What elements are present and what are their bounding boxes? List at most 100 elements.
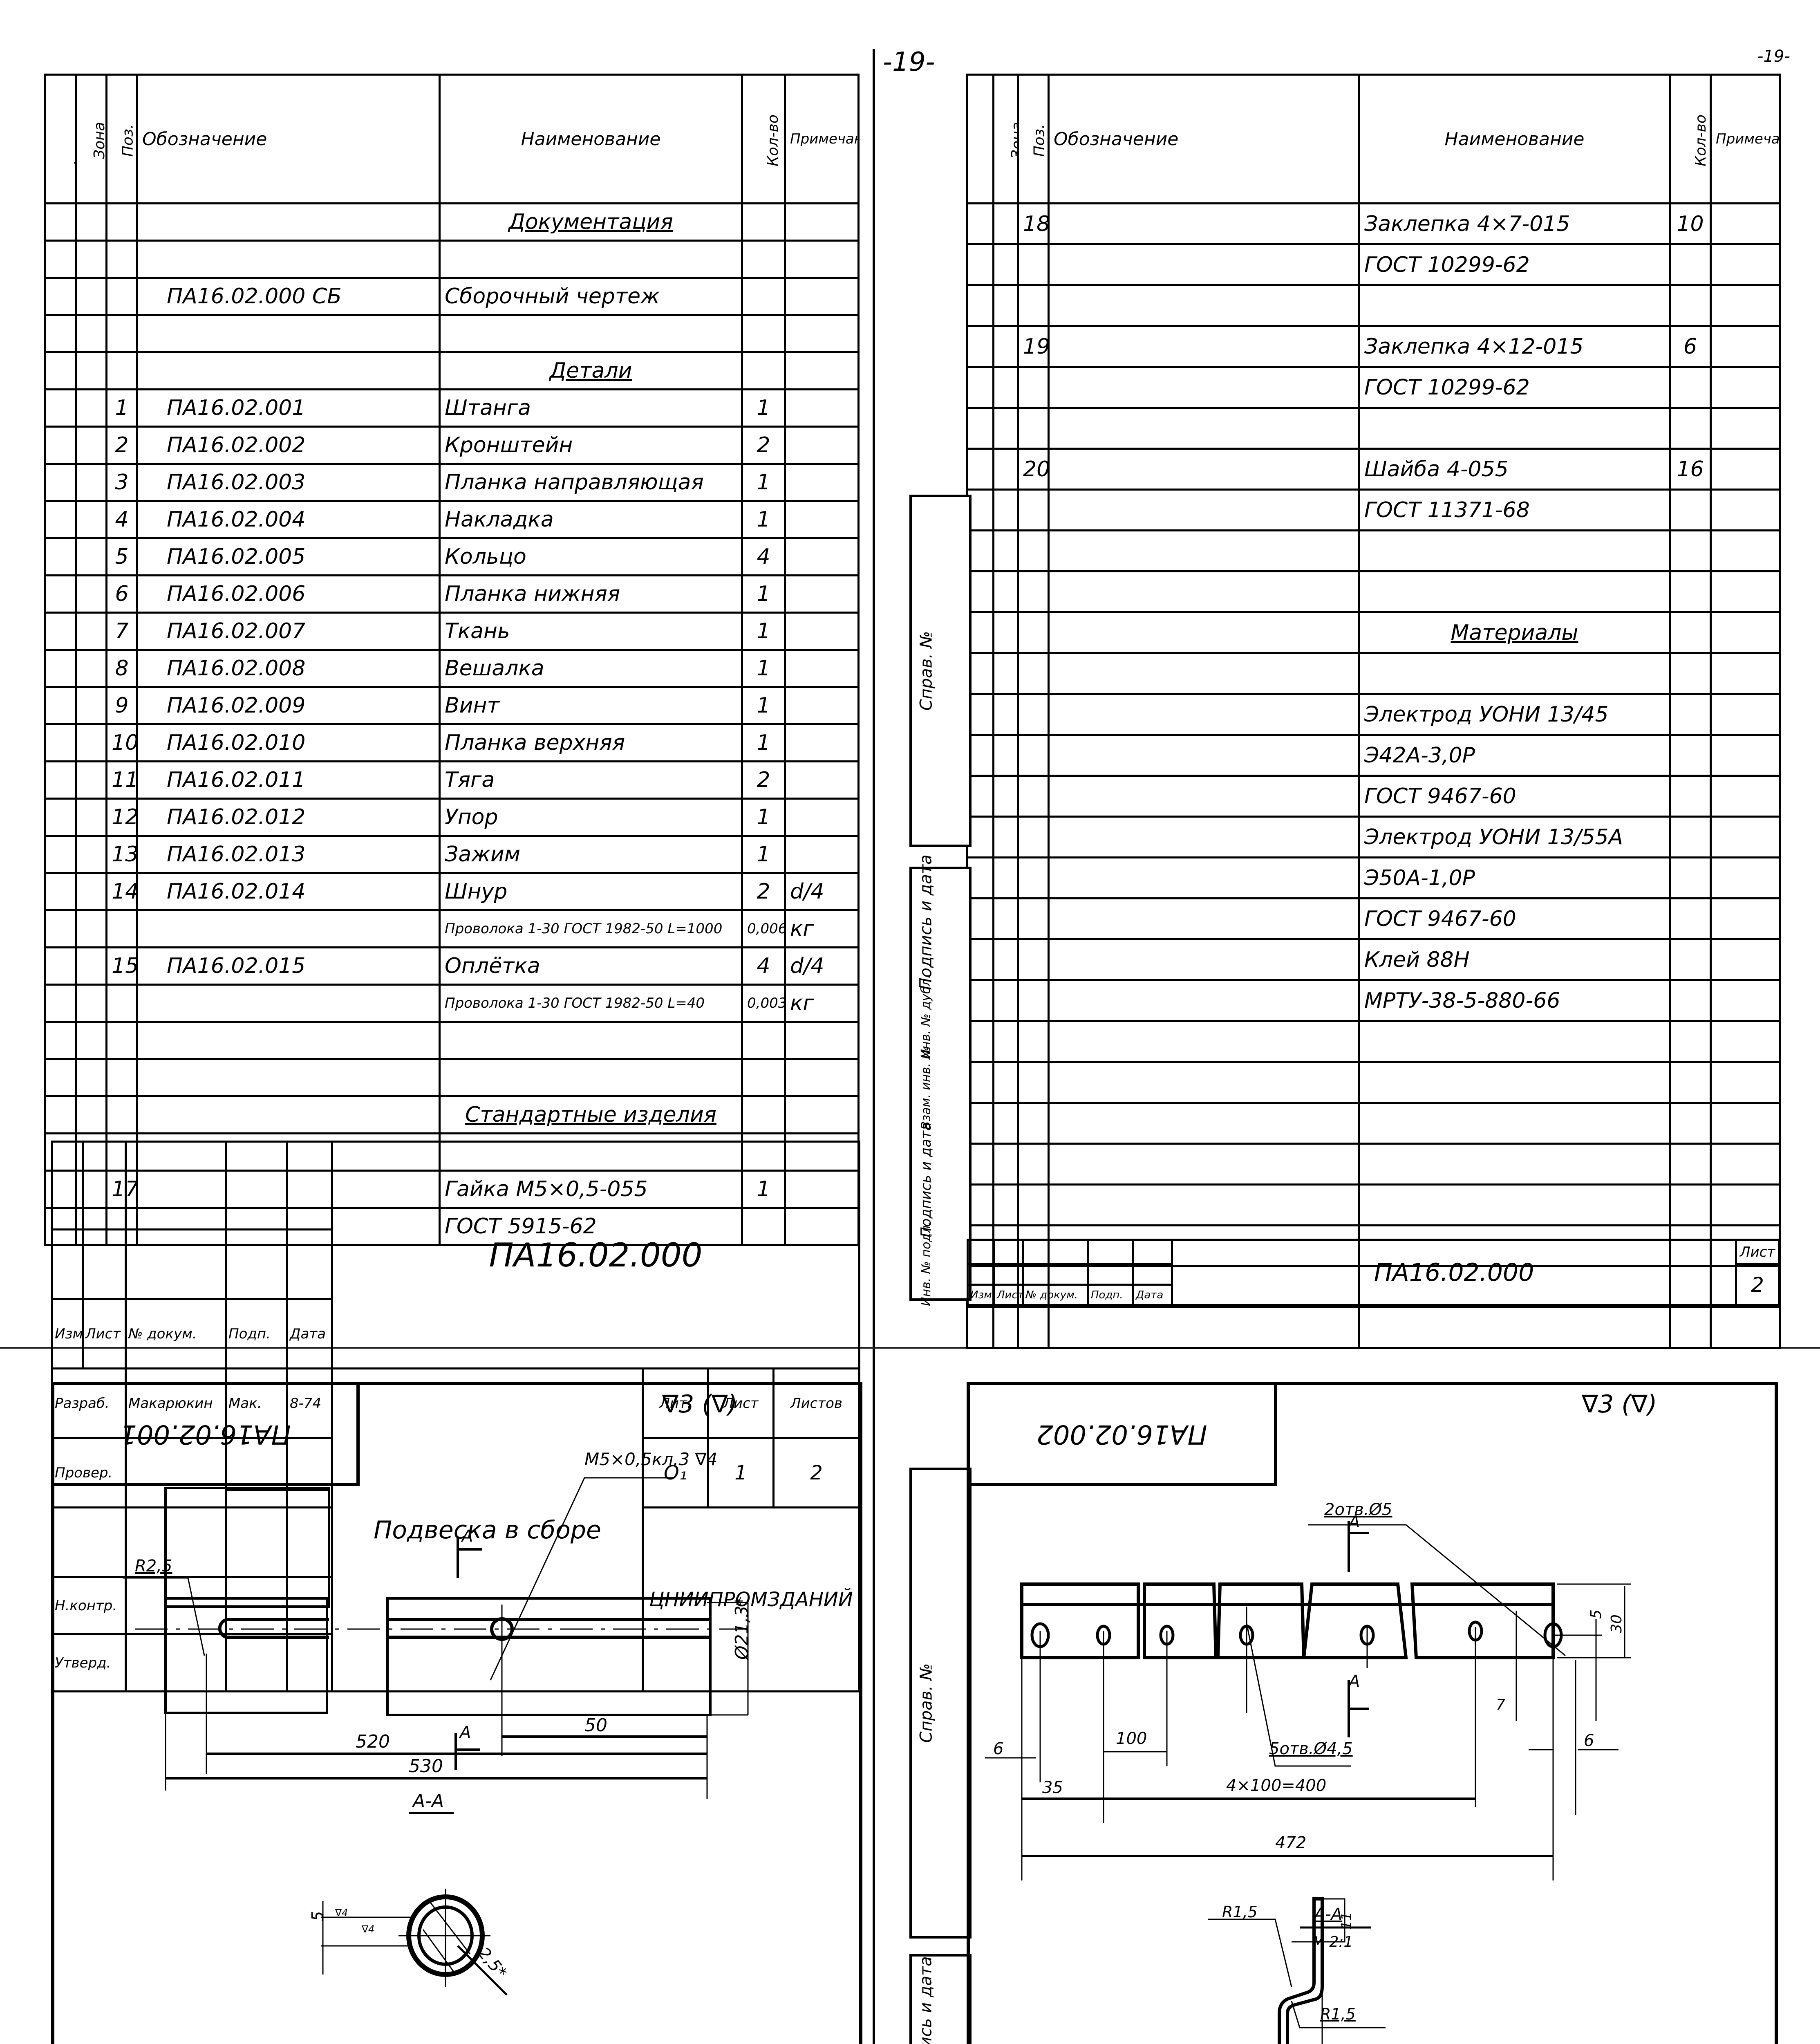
cell-note <box>1710 816 1781 858</box>
hdr-doc: № докум. <box>125 1298 227 1369</box>
cell-empty <box>966 325 994 368</box>
cell-designation <box>1048 897 1360 940</box>
cell-empty <box>44 202 77 242</box>
cell-note: d/4 <box>784 872 860 911</box>
dim-520: 520 <box>356 1731 390 1752</box>
hdr-sign: Подп. <box>225 1298 288 1369</box>
cell-pos: 8 <box>105 649 138 688</box>
cell-note <box>784 351 860 390</box>
cell-qty: 1 <box>741 388 786 428</box>
cell-note <box>784 202 860 242</box>
cell-note <box>1710 1143 1781 1186</box>
cell-designation <box>1048 816 1360 858</box>
cell-empty <box>992 243 1019 286</box>
cell-empty <box>75 612 107 651</box>
cell-designation <box>1048 407 1360 450</box>
table-row <box>966 1020 1781 1063</box>
cell-designation <box>1048 775 1360 818</box>
title-block-sheet1: ПА16.02.000 Изм. Лист № докум. Подп. Дат… <box>51 1141 861 1692</box>
cell-note <box>1710 243 1781 286</box>
column-header: Поз. <box>105 74 138 204</box>
column-header: Обозначение <box>1048 74 1360 204</box>
cell-note <box>784 798 860 837</box>
section-mark-bottom: А <box>460 1723 471 1742</box>
cell-empty <box>992 202 1019 245</box>
cell-note <box>784 686 860 725</box>
drawing-frame-sheet4 <box>967 1382 1778 2044</box>
cell-empty <box>44 723 77 762</box>
page-divider-horizontal <box>0 1347 1820 1349</box>
cell-empty <box>75 202 107 242</box>
cell-qty <box>741 240 786 279</box>
cell-pos: 12 <box>105 798 138 837</box>
cell-note <box>784 1095 860 1134</box>
cell-pos: 10 <box>105 723 138 762</box>
sheet-value: 2 <box>1735 1263 1780 1306</box>
cell-empty <box>75 872 107 911</box>
cell-pos: 4 <box>105 500 138 539</box>
cell-note <box>1710 570 1781 613</box>
sheets-value: 2 <box>772 1437 861 1508</box>
cell-designation <box>1048 979 1360 1022</box>
cell-name: Оплётка <box>439 946 743 986</box>
cell-pos: 19 <box>1017 325 1050 368</box>
cell-pos <box>1017 652 1050 695</box>
column-header: Формат <box>44 74 77 204</box>
dim-6b: 6 <box>1584 1731 1594 1750</box>
cell-empty <box>75 240 107 279</box>
cell-pos: 3 <box>105 463 138 502</box>
label-r15-top: R1,5 <box>1222 1903 1258 1921</box>
cell-pos: 14 <box>105 872 138 911</box>
table-row <box>966 1183 1781 1226</box>
specification-table-sheet2: ФорматЗонаПоз.ОбозначениеНаименованиеКол… <box>966 74 1781 1349</box>
cell-pos <box>1017 529 1050 572</box>
cell-name <box>1358 529 1671 572</box>
cell-empty <box>992 529 1019 572</box>
cell-qty <box>1669 1061 1712 1104</box>
sheets-label: Листов <box>772 1367 861 1439</box>
cell-empty <box>44 984 77 1023</box>
column-header: Наименование <box>1358 74 1671 204</box>
hdr-list: Лист <box>82 1298 127 1369</box>
cell-name <box>1358 570 1671 613</box>
cell-qty <box>1669 407 1712 450</box>
cell-qty <box>1669 734 1712 777</box>
hdr-date: Дата <box>1132 1284 1173 1306</box>
title-block-sheet2: ПА16.02.000 Лист 2 Изм. Лист № докум. По… <box>967 1239 1780 1306</box>
role: Утверд. <box>51 1633 127 1692</box>
cell-pos: 1 <box>105 388 138 428</box>
cell-empty <box>75 314 107 353</box>
cell-empty <box>966 366 994 409</box>
cell-empty <box>75 984 107 1023</box>
cell-pos: 5 <box>105 537 138 576</box>
cell-empty <box>992 775 1019 818</box>
lit-value: О₁ <box>642 1437 709 1508</box>
cell-note <box>784 835 860 874</box>
cell-pos: 2 <box>105 426 138 465</box>
cell-pos <box>1017 407 1050 450</box>
cell-qty <box>1669 1102 1712 1145</box>
hdr-date: Дата <box>286 1298 333 1369</box>
cell-pos <box>1017 816 1050 858</box>
table-row: ГОСТ 11371-68 <box>966 489 1781 531</box>
cell-qty: 4 <box>741 946 786 986</box>
cell-qty <box>1669 938 1712 981</box>
table-row: Детали <box>44 351 860 390</box>
cell-empty <box>44 909 77 948</box>
cell-name: Клей 88Н <box>1358 938 1671 981</box>
cell-note <box>784 612 860 651</box>
cell-name <box>1358 1306 1671 1349</box>
cell-note <box>1710 897 1781 940</box>
label-r15-bottom: R1,5 <box>1320 2005 1356 2023</box>
column-header: Примечание <box>784 74 860 204</box>
cell-empty <box>44 574 77 614</box>
cell-empty <box>44 835 77 874</box>
